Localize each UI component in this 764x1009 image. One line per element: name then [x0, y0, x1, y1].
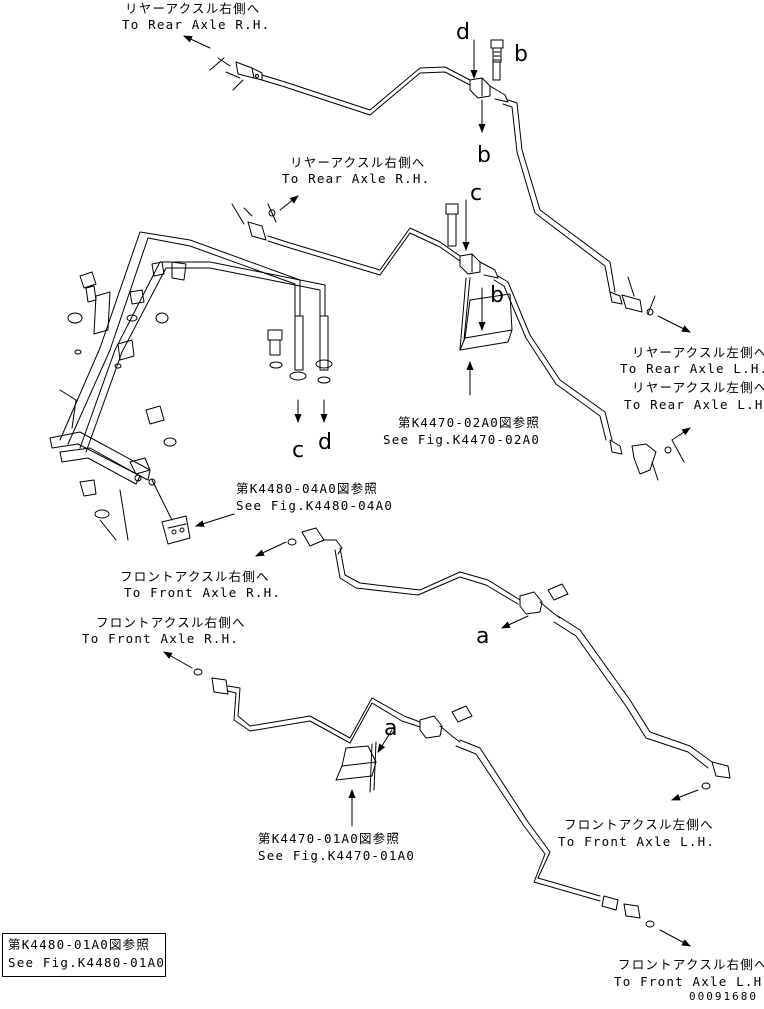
front-lh-pipe-lower [455, 739, 601, 902]
arrow-front-rh-lower [163, 651, 193, 669]
drawing-code: 00091680 [689, 990, 758, 1003]
label-front-lh-2-en: To Front Axle L.H. [614, 974, 764, 989]
rear-rh-pipe-top [261, 66, 471, 116]
rear-rh-fitting-middle [231, 203, 277, 241]
label-rear-lh-1-en: To Rear Axle L.H. [620, 361, 764, 376]
arrow-front-rh-upper [255, 541, 287, 557]
rear-lh-fitting-lower [609, 439, 685, 481]
left-manifold [49, 389, 173, 541]
letter-c-mid: c [470, 181, 483, 206]
rear-lh-pipe-upper [502, 99, 616, 293]
label-rear-rh-2-en: To Rear Axle R.H. [282, 171, 431, 186]
front-rh-fitting-lower [193, 668, 229, 695]
front-lh-fitting-upper [701, 761, 731, 790]
label-fig-4470-01-en: See Fig.K4470-01A0 [258, 848, 416, 863]
label-rear-rh-1-en: To Rear Axle R.H. [122, 17, 271, 32]
label-rear-rh-2-ja: リヤーアクスル右側へ [290, 155, 426, 170]
arrow-rear-lh-lower [671, 427, 691, 441]
rear-lh-pipe-lower [493, 275, 613, 441]
label-front-rh-1-ja: フロントアクスル右側へ [120, 569, 270, 584]
letter-b-top-arrow: b [477, 143, 491, 168]
front-lh-fitting-lower [601, 895, 655, 928]
letter-c-left: c [292, 438, 305, 463]
arrow-fig-4480-04 [195, 513, 235, 527]
arrow-rear-lh-upper [657, 315, 691, 333]
front-rh-fitting-upper [287, 527, 343, 555]
label-front-lh-2-ja: フロントアクスル右側へ [618, 957, 764, 972]
label-rear-lh-2-en: To Rear Axle L.H. [624, 397, 764, 412]
tee-block-top [469, 39, 509, 103]
left-fittings [67, 261, 187, 519]
label-fig-4470-02-ja: 第K4470-02A0図参照 [398, 415, 541, 430]
reference-box-en: See Fig.K4480-01A0 [8, 955, 166, 970]
front-rh-pipe-lower [227, 685, 421, 744]
arrow-rear-rh-top [183, 35, 211, 49]
letter-d-top: d [456, 20, 470, 45]
arrow-a-right [501, 615, 529, 629]
label-fig-4470-02-en: See Fig.K4470-02A0 [383, 432, 541, 447]
tee-block-middle [445, 203, 499, 279]
rear-lh-fitting-upper [609, 276, 656, 316]
arrow-front-lh-upper [671, 789, 699, 801]
letter-b-top-bolt: b [514, 42, 528, 67]
arrow-rear-rh-middle [279, 195, 299, 211]
label-fig-4480-04-ja: 第K4480-04A0図参照 [236, 481, 379, 496]
label-front-rh-1-en: To Front Axle R.H. [124, 585, 282, 600]
label-front-rh-2-ja: フロントアクスル右側へ [96, 615, 246, 630]
label-rear-lh-1-ja: リヤーアクスル左側へ [632, 345, 764, 360]
rear-rh-pipe-middle [267, 227, 461, 276]
arrow-front-lh-lower [659, 929, 691, 947]
front-rh-pipe-upper [334, 547, 521, 605]
letter-d-left: d [318, 430, 332, 455]
letter-a-right: a [476, 624, 490, 649]
letter-a-lower: a [384, 716, 398, 741]
left-valve-block [161, 515, 191, 545]
hose-assembly-left [59, 231, 333, 453]
bracket-k4470-01 [335, 741, 377, 793]
rear-rh-fitting-top [209, 57, 263, 91]
label-front-rh-2-en: To Front Axle R.H. [82, 631, 240, 646]
reference-box-ja: 第K4480-01A0図参照 [8, 937, 151, 952]
bracket-k4470-02 [459, 277, 513, 351]
label-fig-4470-01-ja: 第K4470-01A0図参照 [258, 831, 401, 846]
label-front-lh-1-en: To Front Axle L.H. [558, 834, 716, 849]
tee-block-right [519, 583, 569, 619]
label-rear-rh-1-ja: リヤーアクスル右側へ [125, 1, 261, 16]
label-fig-4480-04-en: See Fig.K4480-04A0 [236, 498, 394, 513]
label-rear-lh-2-ja: リヤーアクスル左側へ [632, 380, 764, 395]
arrow-a-lower [377, 729, 393, 753]
letter-b-mid: b [490, 283, 504, 308]
label-front-lh-1-ja: フロントアクスル左側へ [564, 817, 714, 832]
tee-block-lower [419, 705, 473, 743]
reference-box: 第K4480-01A0図参照 See Fig.K4480-01A0 [2, 933, 166, 977]
front-lh-pipe-upper [553, 615, 713, 769]
